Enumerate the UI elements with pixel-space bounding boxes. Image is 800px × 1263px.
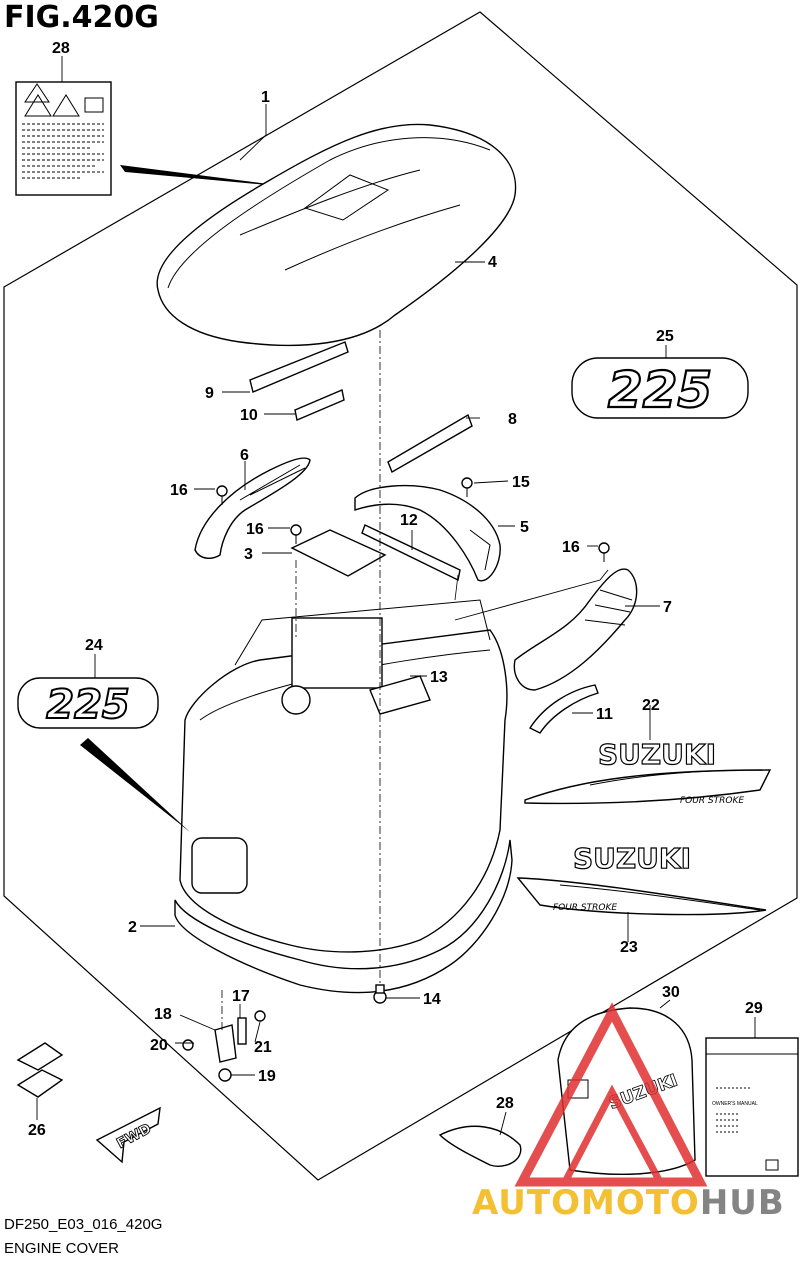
warning-label-part-28[interactable] xyxy=(15,81,112,196)
seal-strip-part-9[interactable] xyxy=(249,341,349,393)
tool-bag-part-29[interactable] xyxy=(438,1125,522,1167)
watermark-moto: MOTO xyxy=(581,1183,700,1223)
callout-1[interactable]: 1 xyxy=(261,89,270,106)
callout-5[interactable]: 5 xyxy=(520,519,529,536)
seal-strip-part-10[interactable] xyxy=(294,389,345,421)
automotohub-watermark-logo xyxy=(514,1002,708,1187)
callout-16-left[interactable]: 16 xyxy=(170,482,188,499)
callout-29[interactable]: 28 xyxy=(496,1095,514,1112)
assembly-guide-7 xyxy=(454,569,609,621)
side-duct-part-5[interactable] xyxy=(354,484,501,582)
callout-20[interactable]: 19 xyxy=(258,1068,276,1085)
callout-numbers: 28 1 4 25 9 10 8 6 16 15 12 16 5 16 3 7 … xyxy=(28,40,763,1139)
decal-225-left-text: 225 xyxy=(46,682,130,728)
callout-16-right[interactable]: 16 xyxy=(562,539,580,556)
owners-manual-part-30[interactable]: OWNER'S MANUAL xyxy=(705,1037,799,1177)
callout-25[interactable]: 24 xyxy=(85,637,103,654)
callout-19[interactable]: 18 xyxy=(154,1006,172,1023)
callout-2[interactable]: 2 xyxy=(128,919,137,936)
callout-31[interactable]: 30 xyxy=(662,984,680,1001)
callout-8[interactable]: 8 xyxy=(508,411,517,428)
screw-part-17[interactable] xyxy=(290,524,302,544)
suzuki-decal-part-23[interactable]: SUZUKI FOUR STROKE xyxy=(524,737,772,806)
diagram-name: ENGINE COVER xyxy=(4,1240,120,1257)
callout-26[interactable]: 25 xyxy=(656,328,674,345)
suzuki-decal-lower-text: SUZUKI xyxy=(573,842,691,875)
watermark-text: AUTOMOTOHUB xyxy=(472,1183,785,1223)
seal-strip-part-11[interactable] xyxy=(528,684,599,734)
callout-4[interactable]: 4 xyxy=(488,254,497,271)
callout-12[interactable]: 12 xyxy=(400,512,418,529)
callout-17[interactable]: 16 xyxy=(246,521,264,538)
decal-location-arrow xyxy=(80,738,190,832)
callout-27[interactable]: 26 xyxy=(28,1122,46,1139)
screw-part-16-right[interactable] xyxy=(598,542,610,562)
suzuki-decal-upper-text: SUZUKI xyxy=(598,738,716,771)
callout-6[interactable]: 6 xyxy=(240,447,249,464)
cover-plate-part-13[interactable] xyxy=(369,675,431,715)
callout-22[interactable]: 21 xyxy=(254,1039,272,1056)
assembly-guide-5 xyxy=(454,574,459,601)
callout-30[interactable]: 29 xyxy=(745,1000,763,1017)
decal-225-part-25[interactable]: 225 xyxy=(17,677,159,729)
seal-strip-part-12[interactable] xyxy=(361,524,461,582)
callout-3[interactable]: 3 xyxy=(244,546,253,563)
side-grille-part-7[interactable] xyxy=(513,568,638,691)
bolt-part-14[interactable] xyxy=(373,984,387,1004)
label-location-arrow xyxy=(120,165,300,188)
gasket-plate-part-3[interactable] xyxy=(290,529,387,577)
forward-direction-arrow: FWD xyxy=(95,1106,161,1164)
callout-7[interactable]: 7 xyxy=(663,599,672,616)
watermark-hub: HUB xyxy=(700,1183,785,1223)
callout-28[interactable]: 28 xyxy=(52,40,70,57)
callout-21[interactable]: 20 xyxy=(150,1037,168,1054)
callout-11[interactable]: 11 xyxy=(596,706,613,723)
callout-9[interactable]: 9 xyxy=(205,385,214,402)
watermark-auto: AUTO xyxy=(472,1183,581,1223)
callout-24[interactable]: 23 xyxy=(620,939,638,956)
screw-part-15[interactable] xyxy=(461,477,473,497)
owners-manual-title: OWNER'S MANUAL xyxy=(712,1101,758,1107)
four-stroke-upper-text: FOUR STROKE xyxy=(680,796,744,806)
callout-15[interactable]: 15 xyxy=(512,474,530,491)
callout-10[interactable]: 10 xyxy=(240,407,258,424)
callout-leaders xyxy=(36,56,756,1136)
top-cover-part-1[interactable] xyxy=(156,123,517,347)
latch-assembly-parts-18-22[interactable] xyxy=(182,1010,266,1082)
four-stroke-lower-text: FOUR STROKE xyxy=(553,903,617,913)
diagram-frame xyxy=(3,11,798,1181)
callout-13[interactable]: 13 xyxy=(430,669,448,686)
decal-225-upper-text: 225 xyxy=(608,361,712,419)
diagram-code: DF250_E03_016_420G xyxy=(4,1216,163,1233)
callout-18[interactable]: 17 xyxy=(232,988,250,1005)
engine-cover-part-2[interactable] xyxy=(174,599,513,994)
seal-strip-part-8[interactable] xyxy=(387,413,473,474)
callout-14[interactable]: 14 xyxy=(423,991,441,1008)
decal-225-part-26[interactable]: 225 xyxy=(571,357,749,420)
side-grille-part-6[interactable] xyxy=(194,457,311,559)
screw-part-16-left[interactable] xyxy=(216,485,228,505)
suzuki-emblem-part-27[interactable] xyxy=(16,1042,64,1098)
callout-23[interactable]: 22 xyxy=(642,697,660,714)
figure-title: FIG.420G xyxy=(4,0,159,35)
suzuki-decal-part-24[interactable]: SUZUKI FOUR STROKE xyxy=(516,841,767,916)
